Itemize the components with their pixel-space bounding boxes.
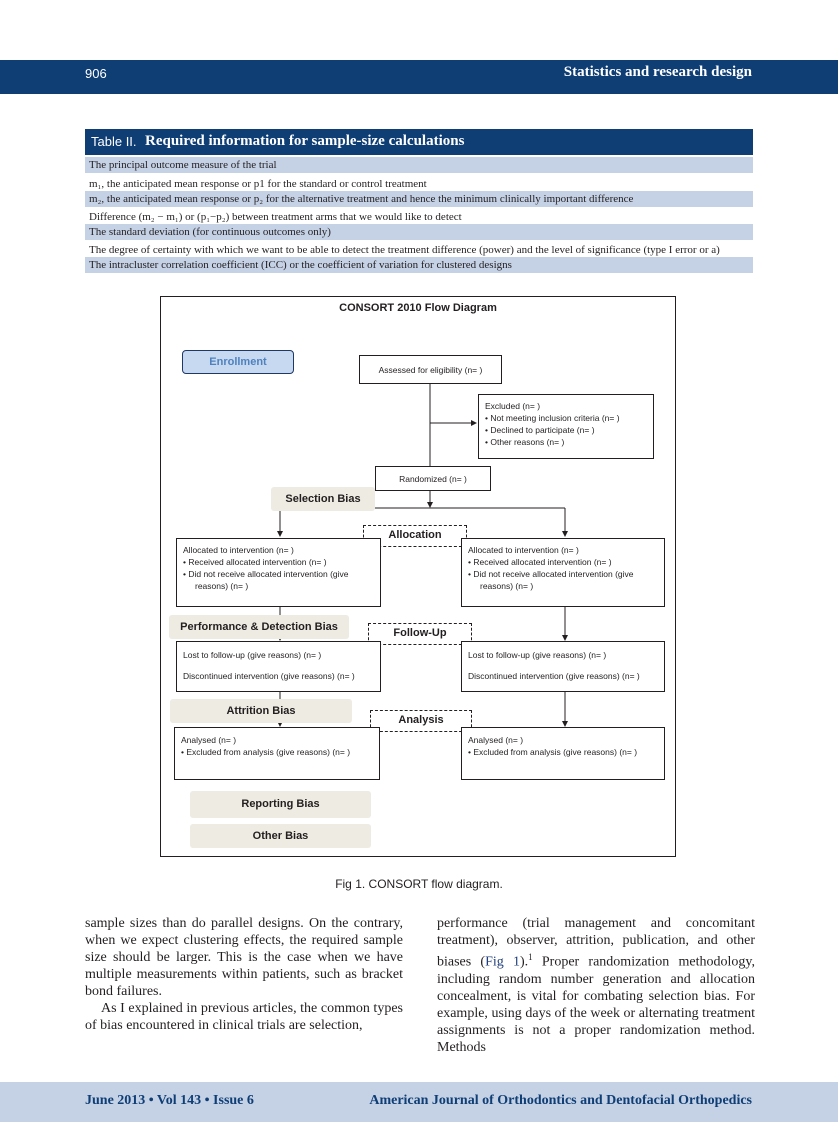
analysis-box-right: Analysed (n= ) Excluded from analysis (g… xyxy=(461,727,665,780)
allocation-item-cont: reasons) (n= ) xyxy=(195,581,249,591)
figure-caption: Fig 1. CONSORT flow diagram. xyxy=(335,877,503,891)
followup-line: Lost to follow-up (give reasons) (n= ) xyxy=(468,650,607,660)
allocation-item: Received allocated intervention (n= ) xyxy=(183,556,374,568)
allocation-item: Did not receive allocated intervention (… xyxy=(468,568,658,580)
assessed-text: Assessed for eligibility (n= ) xyxy=(378,364,483,375)
running-header-bar xyxy=(0,60,838,94)
table-row: The principal outcome measure of the tri… xyxy=(85,157,753,173)
paragraph: performance (trial management and concom… xyxy=(437,915,755,1056)
reporting-bias-label: Reporting Bias xyxy=(190,791,371,818)
analysis-stage-label: Analysis xyxy=(370,710,472,732)
figure-reference-link[interactable]: Fig 1 xyxy=(485,954,520,970)
excluded-item: Declined to participate (n= ) xyxy=(485,424,647,436)
body-column-right: performance (trial management and concom… xyxy=(437,915,755,1056)
assessed-box: Assessed for eligibility (n= ) xyxy=(359,355,502,384)
enrollment-label: Enrollment xyxy=(182,350,294,374)
table-row: The degree of certainty with which we wa… xyxy=(85,242,753,258)
table-cell: The intracluster correlation coefficient… xyxy=(89,259,512,271)
selection-bias-label: Selection Bias xyxy=(271,487,375,511)
table-cell: m₁, the anticipated mean response or p1 … xyxy=(89,178,427,190)
followup-box-right: Lost to follow-up (give reasons) (n= ) D… xyxy=(461,641,665,692)
text-span: ). xyxy=(520,954,529,970)
table-cell: The degree of certainty with which we wa… xyxy=(89,244,720,256)
excluded-item: Not meeting inclusion criteria (n= ) xyxy=(485,412,647,424)
attrition-bias-label: Attrition Bias xyxy=(170,699,352,723)
table-cell: The standard deviation (for continuous o… xyxy=(89,226,331,238)
allocation-box-right: Allocated to intervention (n= ) Received… xyxy=(461,538,665,607)
allocation-stage-label: Allocation xyxy=(363,525,467,547)
table-row: Difference (m₂ − m₁) or (p₁−p₂) between … xyxy=(85,209,753,225)
followup-line: Discontinued intervention (give reasons)… xyxy=(468,671,640,681)
analysis-item: Excluded from analysis (give reasons) (n… xyxy=(181,746,373,758)
table-caption: Required information for sample-size cal… xyxy=(145,133,465,149)
table-label: Table II. xyxy=(91,134,137,149)
allocation-item-cont: reasons) (n= ) xyxy=(480,581,534,591)
paragraph: As I explained in previous articles, the… xyxy=(85,1001,403,1033)
analysis-box-left: Analysed (n= ) Excluded from analysis (g… xyxy=(174,727,380,780)
allocation-box-left: Allocated to intervention (n= ) Received… xyxy=(176,538,381,607)
issue-info: June 2013 • Vol 143 • Issue 6 xyxy=(85,1093,254,1108)
excluded-box: Excluded (n= ) Not meeting inclusion cri… xyxy=(478,394,654,459)
paragraph: sample sizes than do parallel designs. O… xyxy=(85,916,403,999)
other-bias-label: Other Bias xyxy=(190,824,371,848)
followup-line: Discontinued intervention (give reasons)… xyxy=(183,671,355,681)
analysis-item: Excluded from analysis (give reasons) (n… xyxy=(468,746,658,758)
table-caption-bar: Table II. Required information for sampl… xyxy=(85,129,753,155)
table-cell: The principal outcome measure of the tri… xyxy=(89,159,277,171)
allocation-item: Did not receive allocated intervention (… xyxy=(183,568,374,580)
table-row: m₁, the anticipated mean response or p1 … xyxy=(85,176,753,192)
page-number: 906 xyxy=(85,66,107,81)
consort-diagram-frame xyxy=(160,296,676,857)
followup-stage-label: Follow-Up xyxy=(368,623,472,645)
table-cell: m₂, the anticipated mean response or p₂ … xyxy=(89,193,634,205)
performance-detection-bias-label: Performance & Detection Bias xyxy=(169,615,349,639)
table-cell: Difference (m₂ − m₁) or (p₁−p₂) between … xyxy=(89,211,462,223)
randomized-box: Randomized (n= ) xyxy=(375,466,491,491)
journal-name: American Journal of Orthodontics and Den… xyxy=(369,1093,752,1108)
allocation-title: Allocated to intervention (n= ) xyxy=(468,545,579,555)
text-span: Proper randomization methodology, includ… xyxy=(437,954,755,1055)
allocation-item: Received allocated intervention (n= ) xyxy=(468,556,658,568)
randomized-text: Randomized (n= ) xyxy=(399,473,467,484)
analysis-title: Analysed (n= ) xyxy=(468,735,524,745)
section-title: Statistics and research design xyxy=(563,64,752,80)
table-row: m₂, the anticipated mean response or p₂ … xyxy=(85,191,753,207)
citation-superscript[interactable]: 1 xyxy=(528,952,533,962)
body-column-left: sample sizes than do parallel designs. O… xyxy=(85,915,403,1034)
text-span: performance (trial management and concom… xyxy=(437,916,755,970)
table-row: The intracluster correlation coefficient… xyxy=(85,257,753,273)
followup-line: Lost to follow-up (give reasons) (n= ) xyxy=(183,650,322,660)
excluded-title: Excluded (n= ) xyxy=(485,401,541,411)
table-row: The standard deviation (for continuous o… xyxy=(85,224,753,240)
analysis-title: Analysed (n= ) xyxy=(181,735,237,745)
diagram-title: CONSORT 2010 Flow Diagram xyxy=(339,302,497,314)
followup-box-left: Lost to follow-up (give reasons) (n= ) D… xyxy=(176,641,381,692)
allocation-title: Allocated to intervention (n= ) xyxy=(183,545,294,555)
excluded-item: Other reasons (n= ) xyxy=(485,436,647,448)
footer-bar xyxy=(0,1082,838,1122)
